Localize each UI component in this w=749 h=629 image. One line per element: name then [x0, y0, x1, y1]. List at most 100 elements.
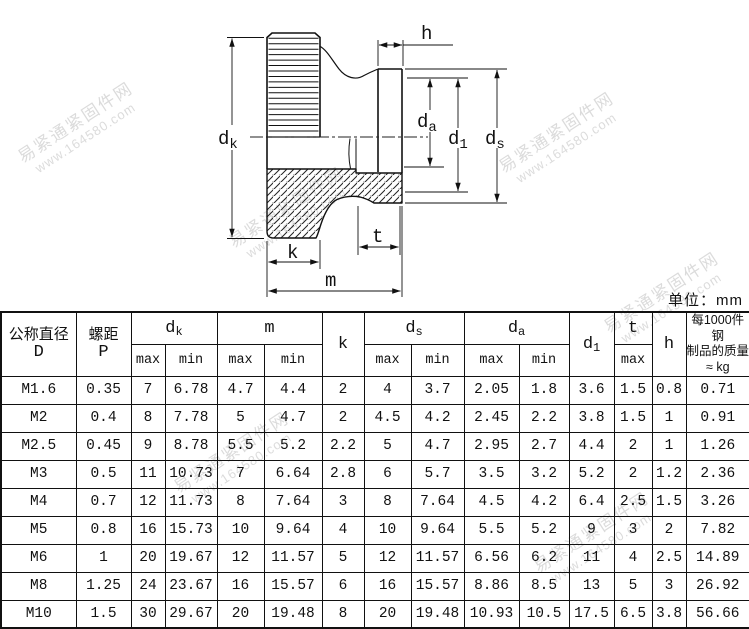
table-cell: 5 [216, 403, 265, 433]
dim-k [266, 240, 321, 297]
table-cell: M8 [0, 571, 77, 601]
subheader-ds-min: min [410, 343, 465, 377]
table-cell: 8 [363, 487, 412, 517]
table-cell: 3.2 [518, 459, 570, 489]
boss [377, 68, 403, 173]
dim-m [268, 206, 403, 297]
table-cell: 1.5 [651, 487, 687, 517]
table-cell: 8.5 [518, 571, 570, 601]
label-d1: d1 [448, 128, 468, 153]
table-cell: 2 [613, 431, 653, 461]
table-cell: 6.56 [463, 543, 520, 573]
col-header-d1: d1 [568, 311, 615, 377]
table-cell: 12 [130, 487, 166, 517]
table-cell: 5.5 [463, 515, 520, 545]
table-cell: 12 [363, 543, 412, 573]
table-cell: 2 [613, 459, 653, 489]
table-cell: 19.48 [410, 599, 465, 629]
table-cell: 4 [613, 543, 653, 573]
label-da: da [417, 111, 437, 136]
table-cell: 2.5 [613, 487, 653, 517]
table-cell: M5 [0, 515, 77, 545]
table-cell: 4.4 [568, 431, 615, 461]
table-cell: 7 [130, 375, 166, 405]
subheader-da-min: min [518, 343, 570, 377]
table-cell: 2.5 [651, 543, 687, 573]
section-hatch [266, 168, 403, 239]
table-cell: 29.67 [164, 599, 218, 629]
table-cell: M4 [0, 487, 77, 517]
table-cell: 2 [321, 403, 365, 433]
table-cell: M2.5 [0, 431, 77, 461]
table-cell: 2.95 [463, 431, 520, 461]
table-cell: 6.4 [568, 487, 615, 517]
table-cell: 7.82 [685, 515, 749, 545]
table-cell: 5 [363, 431, 412, 461]
table-cell: 8 [216, 487, 265, 517]
spec-table: 公称直径 D 螺距 P dk m k ds da d1 t h 每1000件钢 … [0, 311, 749, 629]
table-cell: 4 [363, 375, 412, 405]
table-cell: 5.2 [263, 431, 323, 461]
table-cell: 9.64 [410, 515, 465, 545]
table-cell: 30 [130, 599, 166, 629]
table-cell: 3.7 [410, 375, 465, 405]
table-cell: 13 [568, 571, 615, 601]
table-cell: 2 [651, 515, 687, 545]
table-cell: 8.78 [164, 431, 218, 461]
table-cell: 15.57 [263, 571, 323, 601]
table-cell: 10.73 [164, 459, 218, 489]
col-header-mass: 每1000件钢 制品的质量 ≈ kg [685, 311, 749, 377]
table-cell: M3 [0, 459, 77, 489]
subheader-dk-max: max [130, 343, 166, 377]
dim-dk [227, 37, 264, 239]
table-cell: 16 [130, 515, 166, 545]
break-line [319, 45, 379, 79]
table-cell: 0.5 [75, 459, 132, 489]
table-cell: 5.2 [568, 459, 615, 489]
table-cell: 2.2 [321, 431, 365, 461]
table-cell: M6 [0, 543, 77, 573]
table-cell: 4.5 [463, 487, 520, 517]
table-cell: 11.73 [164, 487, 218, 517]
table-cell: 6.64 [263, 459, 323, 489]
table-cell: 0.8 [651, 375, 687, 405]
table-cell: 24 [130, 571, 166, 601]
table-cell: 3 [613, 515, 653, 545]
table-cell: 2.36 [685, 459, 749, 489]
table-cell: 4.7 [216, 375, 265, 405]
table-cell: 0.35 [75, 375, 132, 405]
table-cell: 3 [321, 487, 365, 517]
dim-ds [405, 68, 507, 204]
label-dk: dk [218, 128, 238, 153]
table-cell: 2.2 [518, 403, 570, 433]
table-cell: 8 [321, 599, 365, 629]
table-cell: 7.78 [164, 403, 218, 433]
table-cell: 3.8 [651, 599, 687, 629]
table-cell: 20 [130, 543, 166, 573]
table-cell: 1 [651, 431, 687, 461]
table-cell: 1 [75, 543, 132, 573]
table-cell: 2.7 [518, 431, 570, 461]
table-cell: 1.25 [75, 571, 132, 601]
table-cell: 11 [568, 543, 615, 573]
table-cell: 6.5 [613, 599, 653, 629]
table-cell: 6.2 [518, 543, 570, 573]
table-cell: 1.5 [613, 375, 653, 405]
table-cell: 15.57 [410, 571, 465, 601]
col-header-dk: dk [130, 311, 218, 345]
table-cell: 0.7 [75, 487, 132, 517]
table-cell: 11.57 [410, 543, 465, 573]
table-cell: 5 [321, 543, 365, 573]
table-cell: 10 [216, 515, 265, 545]
table-cell: 1.5 [75, 599, 132, 629]
table-cell: 17.5 [568, 599, 615, 629]
table-cell: 4.2 [518, 487, 570, 517]
label-k: k [287, 242, 298, 264]
col-header-pitch: 螺距 P [75, 311, 132, 377]
